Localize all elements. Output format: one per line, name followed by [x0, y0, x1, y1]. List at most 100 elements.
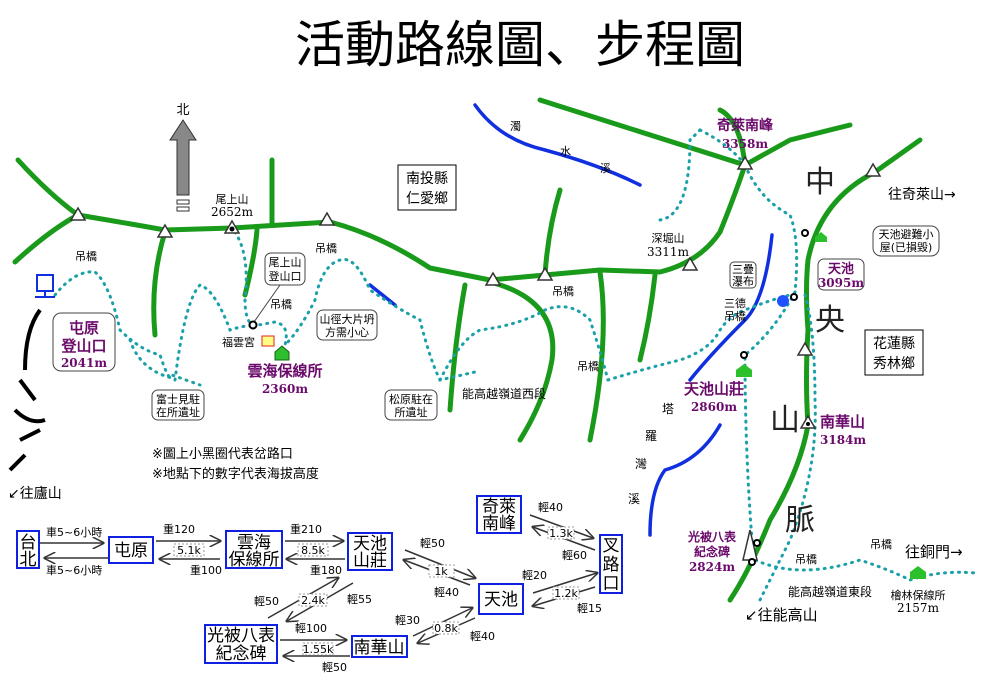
- node-yunhai: 雲海: [237, 533, 271, 553]
- nenggao-west-label: 能高越嶺道西段: [462, 386, 546, 401]
- node-tianchi: 天池: [484, 590, 518, 610]
- edge-distance: 2.4k: [301, 594, 325, 607]
- range-char: 脈: [785, 503, 815, 538]
- edge-label: 輕30: [395, 614, 420, 627]
- qilai-south-elevation: 3358m: [722, 137, 768, 151]
- tianchi-lodge-label: 天池山莊: [684, 380, 744, 398]
- region-nantou: 南投縣: [406, 171, 448, 187]
- edge-label: 車5~6小時: [46, 525, 102, 539]
- cabin-icon: [815, 232, 827, 242]
- to-tongmen-label: 往銅門→: [905, 543, 963, 561]
- junction-icon: [790, 293, 798, 301]
- edge-label: 輕50: [322, 661, 347, 674]
- peak-icon: [484, 271, 502, 286]
- weishang-trailhead-label-2: 登山口: [269, 269, 302, 283]
- river-label: 水: [560, 145, 571, 158]
- edge-distance: 5.1k: [177, 544, 201, 557]
- yunhai-label: 雲海保線所: [247, 362, 322, 380]
- songyuan-label-2: 所遺址: [395, 405, 428, 419]
- node-tunyuan: 屯原: [114, 541, 148, 561]
- node-nanhua: 南華山: [354, 638, 405, 658]
- to-qilai-label: 往奇萊山→: [888, 186, 956, 203]
- node-junction: 叉: [603, 536, 620, 556]
- junction-icon: [248, 320, 258, 330]
- temple-icon: [261, 335, 275, 347]
- range-char: 山: [770, 403, 800, 438]
- node-junction-2: 路: [603, 555, 620, 575]
- river-label: 濁: [510, 120, 521, 133]
- bridge-icon: [873, 555, 889, 563]
- region-hualien: 花蓮縣: [873, 336, 915, 352]
- peak-icon: [156, 223, 174, 238]
- node-guangbei-2: 紀念碑: [216, 643, 267, 664]
- region-xiulin: 秀林鄉: [873, 356, 915, 372]
- peak-icon: [536, 266, 554, 281]
- fujian-label: 富士見駐: [156, 392, 200, 406]
- fujian-label-2: 在所遺址: [156, 405, 200, 419]
- guangbei-elevation: 2824m: [689, 560, 735, 574]
- node-taipei: 台: [20, 533, 37, 553]
- cabin-icon: [274, 345, 290, 361]
- junction-icon: [753, 539, 761, 547]
- node-guangbei: 光被八表: [207, 626, 275, 646]
- cabin-icon: [736, 364, 752, 377]
- junction-icon: [748, 558, 756, 566]
- shenjue-label: 深堀山: [652, 232, 685, 245]
- rivers: [368, 103, 774, 537]
- bridge-label: 吊橋: [795, 552, 817, 566]
- node-lodge: 天池: [353, 534, 387, 554]
- bridge-label: 吊橋: [270, 297, 292, 311]
- note-elevation: ※地點下的數字代表海拔高度: [152, 466, 319, 482]
- bridge-icon: [318, 261, 334, 269]
- peak-icon: [318, 211, 336, 226]
- kuailin-label: 檜林保線所: [891, 588, 946, 602]
- edge-distance: 1k: [434, 565, 448, 578]
- edge-distance: 1.3k: [549, 527, 573, 540]
- node-lodge-2: 山莊: [353, 551, 387, 571]
- sande-bridge-label-2: 吊橋: [724, 309, 746, 323]
- edge-label: 輕55: [347, 593, 372, 606]
- node-junction-3: 口: [603, 574, 620, 594]
- bridge-label: 吊橋: [577, 359, 599, 373]
- peak-icon: [69, 206, 87, 221]
- kuailin-elevation: 2157m: [897, 601, 940, 615]
- edge-distance: 8.5k: [301, 544, 325, 557]
- peak-icon: [796, 341, 814, 356]
- river-label: 塔: [662, 402, 674, 416]
- shelter-label-2: 屋(已損毀): [880, 240, 933, 254]
- edge-label: 輕50: [254, 595, 279, 608]
- edge-label: 輕20: [522, 569, 547, 582]
- trailhead-sign-icon: [36, 274, 54, 292]
- weishang-peak-elevation: 2652m: [211, 205, 254, 219]
- range-char: 央: [815, 303, 845, 338]
- guangbei-label: 光被八表: [687, 529, 737, 544]
- landslide-warning-2: 方需小心: [325, 325, 369, 339]
- edge-label: 輕50: [420, 537, 445, 550]
- north-arrow-icon: 北: [169, 103, 197, 212]
- weishang-peak-label: 尾上山: [216, 193, 249, 206]
- trails: [53, 128, 977, 602]
- cabin-icon: [910, 566, 926, 579]
- tunyuan-label-2: 登山口: [60, 337, 106, 355]
- edge-label: 輕100: [295, 622, 327, 635]
- river-label: 灣: [635, 457, 647, 471]
- edge-label: 重120: [163, 522, 195, 536]
- edge-label: 重180: [310, 563, 342, 577]
- river-label: 溪: [600, 162, 611, 175]
- map-title: 活動路線圖、步程圖: [295, 16, 745, 74]
- lake-icon: [777, 295, 789, 307]
- river-label: 溪: [628, 492, 640, 506]
- qilai-south-label: 奇萊南峰: [717, 117, 774, 134]
- edge-label: 重210: [290, 522, 322, 536]
- edge-label: 車5~6小時: [46, 563, 102, 577]
- peak-icon: [681, 256, 699, 271]
- bridge-label: 吊橋: [870, 537, 892, 551]
- node-taipei-2: 北: [20, 550, 37, 570]
- edge-distance: 1.55k: [303, 643, 334, 656]
- shelter-label: 天池避難小: [879, 227, 934, 241]
- bridge-label: 吊橋: [552, 284, 574, 298]
- peak-icon: [736, 155, 754, 170]
- range-char: 中: [805, 165, 835, 200]
- edge-label: 輕40: [470, 630, 495, 643]
